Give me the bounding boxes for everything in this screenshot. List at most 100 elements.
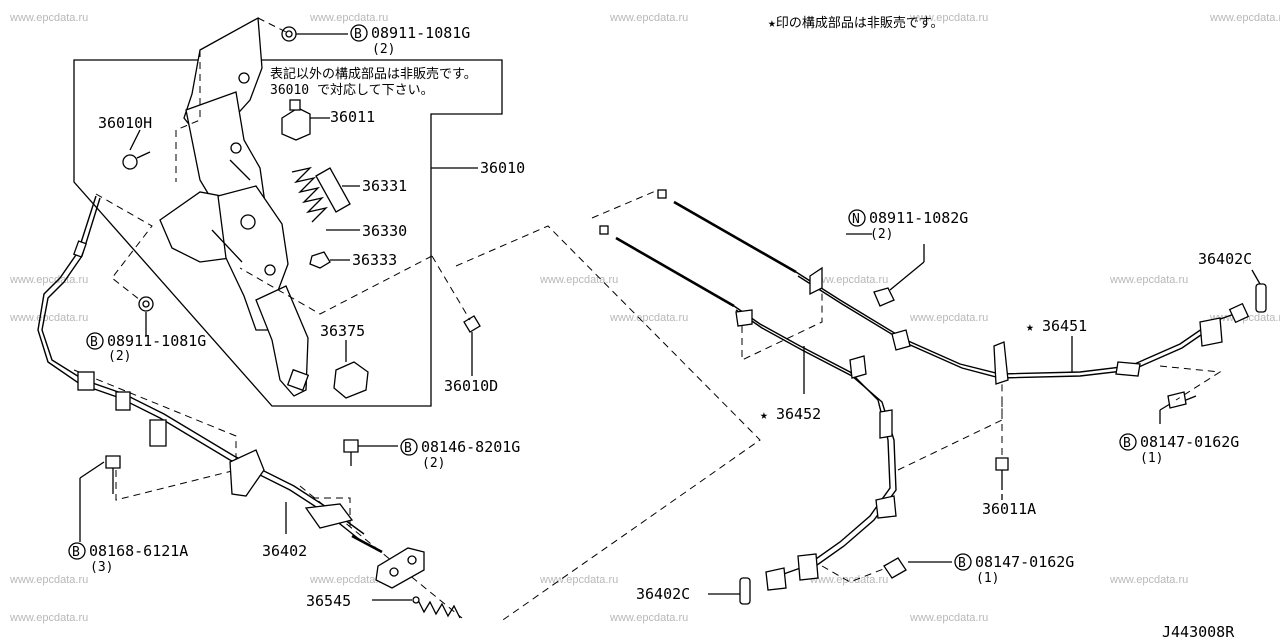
callout-part: 36451 bbox=[1042, 317, 1087, 335]
callout-08147-0162g-bottom[interactable]: B 08147-0162G (1) bbox=[954, 553, 1074, 586]
cable-36402 bbox=[37, 195, 383, 554]
callout-star: ★ bbox=[760, 408, 768, 423]
watermark-text: www.epcdata.ru bbox=[9, 612, 88, 624]
callout-part: 36452 bbox=[776, 405, 821, 423]
callout-part: 08146-8201G bbox=[421, 438, 520, 456]
callout-36010[interactable]: 36010 bbox=[480, 159, 525, 177]
callout-08168-6121a[interactable]: B 08168-6121A (3) bbox=[68, 542, 188, 575]
callout-qty: (3) bbox=[90, 560, 113, 575]
callout-36010h[interactable]: 36010H bbox=[98, 114, 152, 132]
callout-36011a[interactable]: 36011A bbox=[982, 500, 1036, 518]
watermark-text: www.epcdata.ru bbox=[309, 12, 388, 24]
callout-part: 36010 bbox=[480, 159, 525, 177]
callout-part: 08147-0162G bbox=[975, 553, 1074, 571]
callout-qty: (2) bbox=[372, 42, 395, 57]
part-36545-spring bbox=[412, 596, 461, 619]
parking-brake-pedal-bracket bbox=[159, 16, 310, 397]
callout-prefix: N bbox=[852, 212, 860, 227]
callout-part: 36010H bbox=[98, 114, 152, 132]
callout-36402c-bottom[interactable]: 36402C bbox=[636, 585, 690, 603]
callout-36402[interactable]: 36402 bbox=[262, 542, 307, 560]
callout-part: 36011A bbox=[982, 500, 1036, 518]
callout-36331[interactable]: 36331 bbox=[362, 177, 407, 195]
equalizer-bracket bbox=[375, 547, 425, 589]
callout-36375[interactable]: 36375 bbox=[320, 322, 365, 340]
watermark-text: www.epcdata.ru bbox=[309, 574, 388, 586]
part-08911-nut-mid bbox=[138, 296, 154, 312]
watermark-text: www.epcdata.ru bbox=[1109, 574, 1188, 586]
callout-prefix: B bbox=[90, 335, 98, 350]
callout-part: 36010D bbox=[444, 377, 498, 395]
callout-08911-1081g-top[interactable]: B 08911-1081G (2) bbox=[350, 24, 470, 57]
box-note-line1: 表記以外の構成部品は非販売です。 bbox=[270, 66, 477, 82]
part-36333-nut bbox=[309, 251, 331, 269]
part-08911-nut-top bbox=[281, 26, 297, 42]
callout-part: 36011 bbox=[330, 108, 375, 126]
watermark-text: www.epcdata.ru bbox=[9, 574, 88, 586]
callout-qty: (1) bbox=[976, 571, 999, 586]
callout-36330[interactable]: 36330 bbox=[362, 222, 407, 240]
watermark-text: www.epcdata.ru bbox=[609, 12, 688, 24]
callout-qty: (2) bbox=[422, 456, 445, 471]
callout-36452[interactable]: ★ 36452 bbox=[760, 405, 821, 423]
part-36330-spring bbox=[291, 166, 329, 223]
not-sold-star-note: ★印の構成部品は非販売です。 bbox=[768, 15, 944, 31]
callout-part: 36331 bbox=[362, 177, 407, 195]
watermark-text: www.epcdata.ru bbox=[539, 574, 618, 586]
part-36331-sleeve bbox=[315, 167, 351, 213]
callout-part: 36402C bbox=[636, 585, 690, 603]
part-08168-bolt bbox=[105, 455, 121, 494]
callout-part: 36333 bbox=[352, 251, 397, 269]
callout-part: 36402C bbox=[1198, 250, 1252, 268]
watermark-text: www.epcdata.ru bbox=[809, 274, 888, 286]
callout-08146-8201g[interactable]: B 08146-8201G (2) bbox=[400, 438, 520, 471]
part-36402c-pin-right bbox=[1255, 283, 1267, 313]
watermark-text: www.epcdata.ru bbox=[809, 574, 888, 586]
cable-36451 bbox=[657, 189, 1250, 385]
part-08147-bolt-bottom bbox=[883, 557, 907, 579]
part-36402c-pin-bottom bbox=[739, 577, 751, 605]
callout-08147-0162g-right[interactable]: B 08147-0162G (1) bbox=[1119, 433, 1239, 466]
callout-prefix: B bbox=[1123, 436, 1131, 451]
watermark-layer: www.epcdata.ru www.epcdata.ru www.epcdat… bbox=[9, 12, 1280, 624]
callout-prefix: B bbox=[958, 556, 966, 571]
callout-36333[interactable]: 36333 bbox=[352, 251, 397, 269]
callout-part: 08168-6121A bbox=[89, 542, 188, 560]
pedal-assembly-box bbox=[73, 59, 503, 407]
callout-qty: (2) bbox=[870, 227, 893, 242]
part-36011a-bolt bbox=[995, 457, 1009, 490]
callout-prefix: B bbox=[72, 545, 80, 560]
part-36010d-clip bbox=[463, 315, 481, 333]
watermark-text: www.epcdata.ru bbox=[909, 612, 988, 624]
watermark-text: www.epcdata.ru bbox=[1209, 12, 1280, 24]
callout-part: 08911-1082G bbox=[869, 209, 968, 227]
callout-36451[interactable]: ★ 36451 bbox=[1026, 317, 1087, 335]
watermark-text: www.epcdata.ru bbox=[609, 312, 688, 324]
callout-part: 08147-0162G bbox=[1140, 433, 1239, 451]
callout-prefix: B bbox=[404, 441, 412, 456]
callout-part: 08911-1081G bbox=[107, 332, 206, 350]
watermark-text: www.epcdata.ru bbox=[609, 612, 688, 624]
callout-36010d[interactable]: 36010D bbox=[444, 377, 498, 395]
part-08146-bolt bbox=[343, 439, 359, 466]
watermark-text: www.epcdata.ru bbox=[909, 312, 988, 324]
callout-08911-1082g[interactable]: N 08911-1082G (2) bbox=[848, 209, 968, 242]
drawing-number: J443008R bbox=[1162, 623, 1235, 640]
part-08911-1082g-nut bbox=[873, 287, 895, 307]
watermark-text: www.epcdata.ru bbox=[9, 312, 88, 324]
watermark-text: www.epcdata.ru bbox=[539, 274, 618, 286]
callout-36402c-right[interactable]: 36402C bbox=[1198, 250, 1252, 268]
callout-08911-1081g-mid[interactable]: B 08911-1081G (2) bbox=[86, 332, 206, 364]
callout-qty: (1) bbox=[1140, 451, 1163, 466]
callout-part: 36375 bbox=[320, 322, 365, 340]
callout-part: 36330 bbox=[362, 222, 407, 240]
watermark-text: www.epcdata.ru bbox=[9, 12, 88, 24]
callout-qty: (2) bbox=[108, 349, 131, 364]
leader-lines bbox=[79, 33, 1261, 601]
callout-star: ★ bbox=[1026, 320, 1034, 335]
cable-36452 bbox=[599, 225, 897, 591]
part-08147-bolt-right bbox=[1167, 391, 1197, 409]
callout-36011[interactable]: 36011 bbox=[330, 108, 375, 126]
callout-36545[interactable]: 36545 bbox=[306, 592, 351, 610]
